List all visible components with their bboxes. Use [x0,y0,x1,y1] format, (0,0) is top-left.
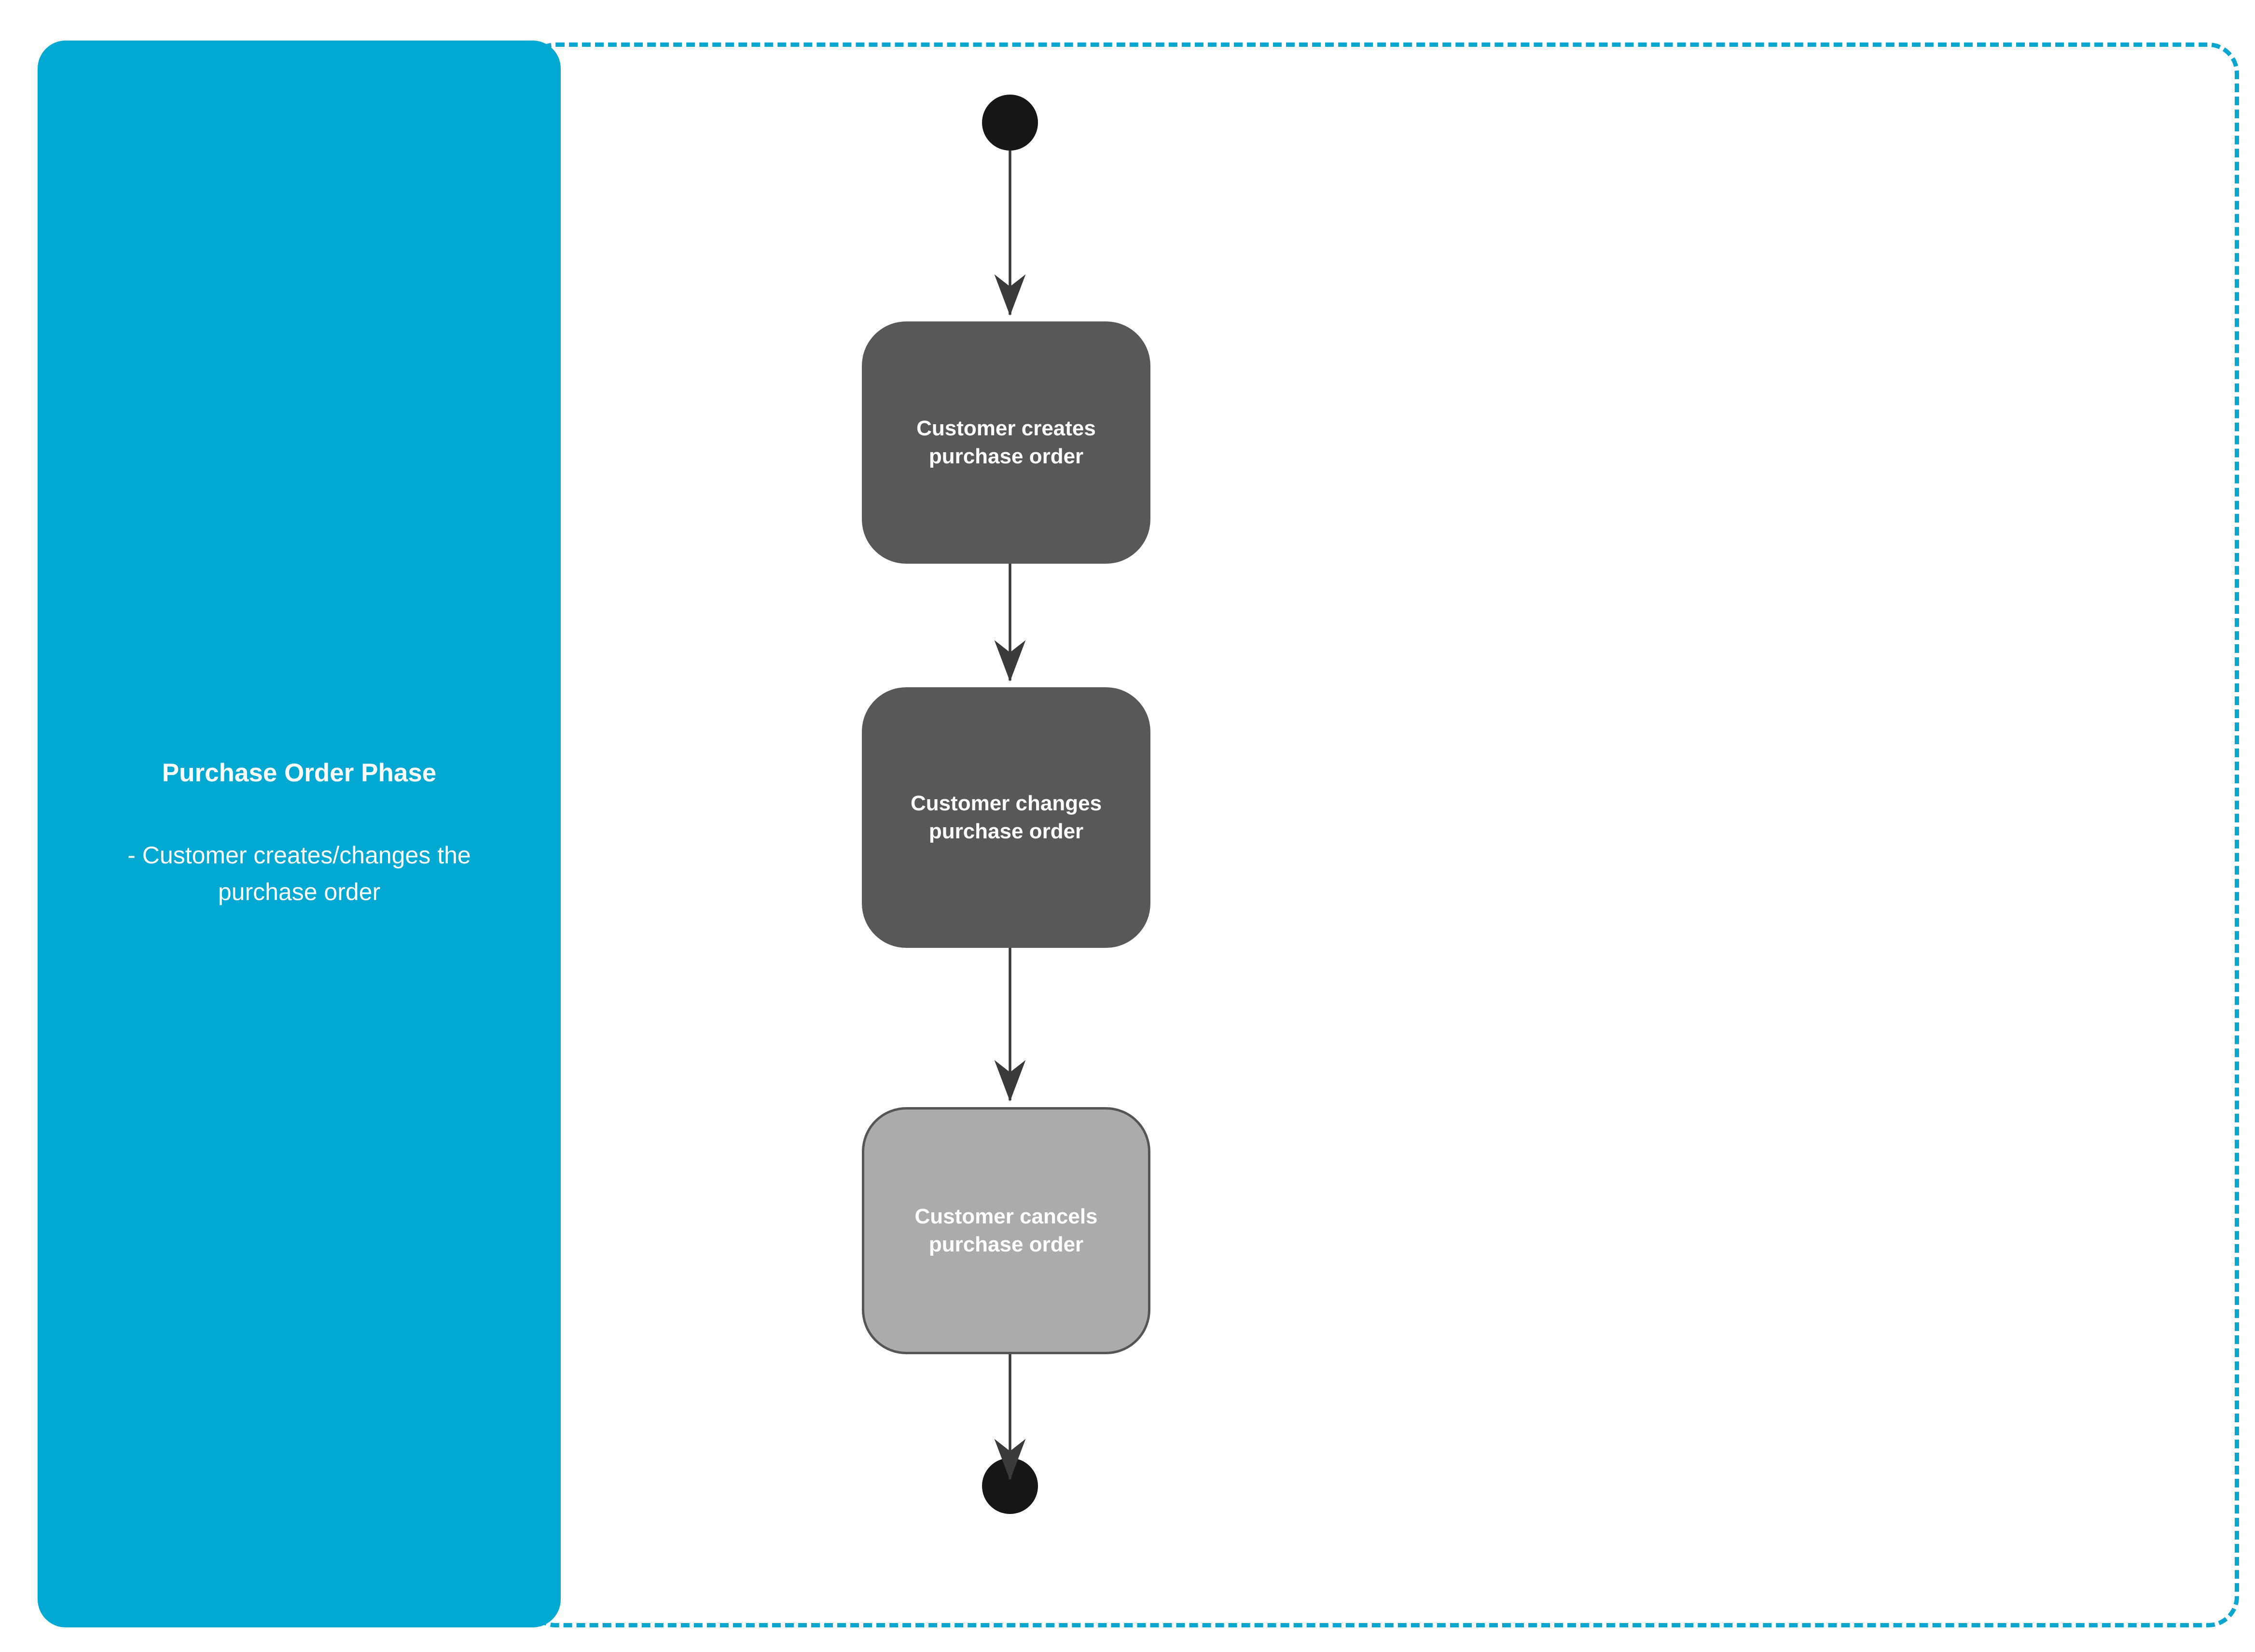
start-event-node[interactable] [982,95,1038,151]
phase-description: - Customer creates/changes the purchase … [127,841,471,905]
task-node-customer-changes-purchase-order[interactable]: Customer changes purchase order [862,687,1150,948]
phase-title: Purchase Order Phase [162,759,437,788]
task-node-label: Customer creates purchase order [916,416,1096,468]
task-node-customer-creates-purchase-order[interactable]: Customer creates purchase order [862,321,1150,564]
task-node-label: Customer cancels purchase order [914,1204,1098,1256]
phase-label-panel[interactable]: Purchase Order Phase - Customer creates/… [38,41,561,1627]
phase-boundary-container [525,42,2239,1627]
task-node-customer-cancels-purchase-order[interactable]: Customer cancels purchase order [862,1107,1150,1354]
task-node-label: Customer changes purchase order [910,791,1102,843]
